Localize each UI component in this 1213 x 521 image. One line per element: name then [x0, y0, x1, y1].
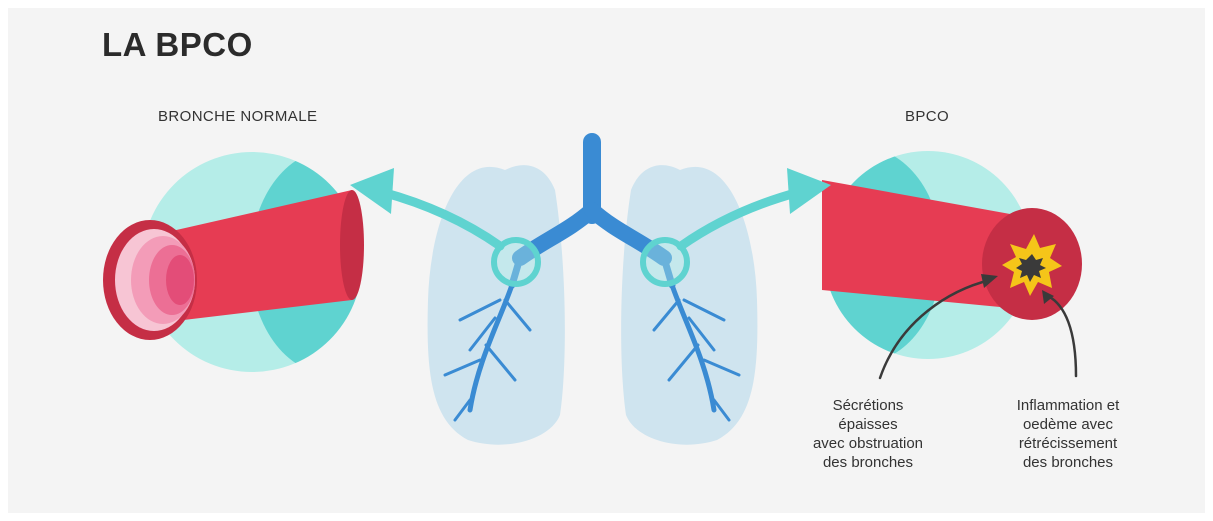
annotation-inflammation: Inflammation et oedème avec rétrécisseme…	[983, 396, 1153, 472]
figure-title: LA BPCO	[102, 26, 253, 64]
annotation-secretions: Sécrétions épaisses avec obstruation des…	[783, 396, 953, 472]
label-normal-bronchus: BRONCHE NORMALE	[158, 108, 317, 125]
annotation-line: oedème avec	[983, 415, 1153, 434]
annotation-line: Inflammation et	[983, 396, 1153, 415]
annotation-line: épaisses	[783, 415, 953, 434]
annotation-line: rétrécissement	[983, 434, 1153, 453]
annotation-line: Sécrétions	[783, 396, 953, 415]
annotation-line: avec obstruation	[783, 434, 953, 453]
label-copd-bronchus: BPCO	[905, 108, 949, 125]
lungs-icon	[428, 142, 758, 445]
annotation-line: des bronches	[783, 453, 953, 472]
annotation-line: des bronches	[983, 453, 1153, 472]
